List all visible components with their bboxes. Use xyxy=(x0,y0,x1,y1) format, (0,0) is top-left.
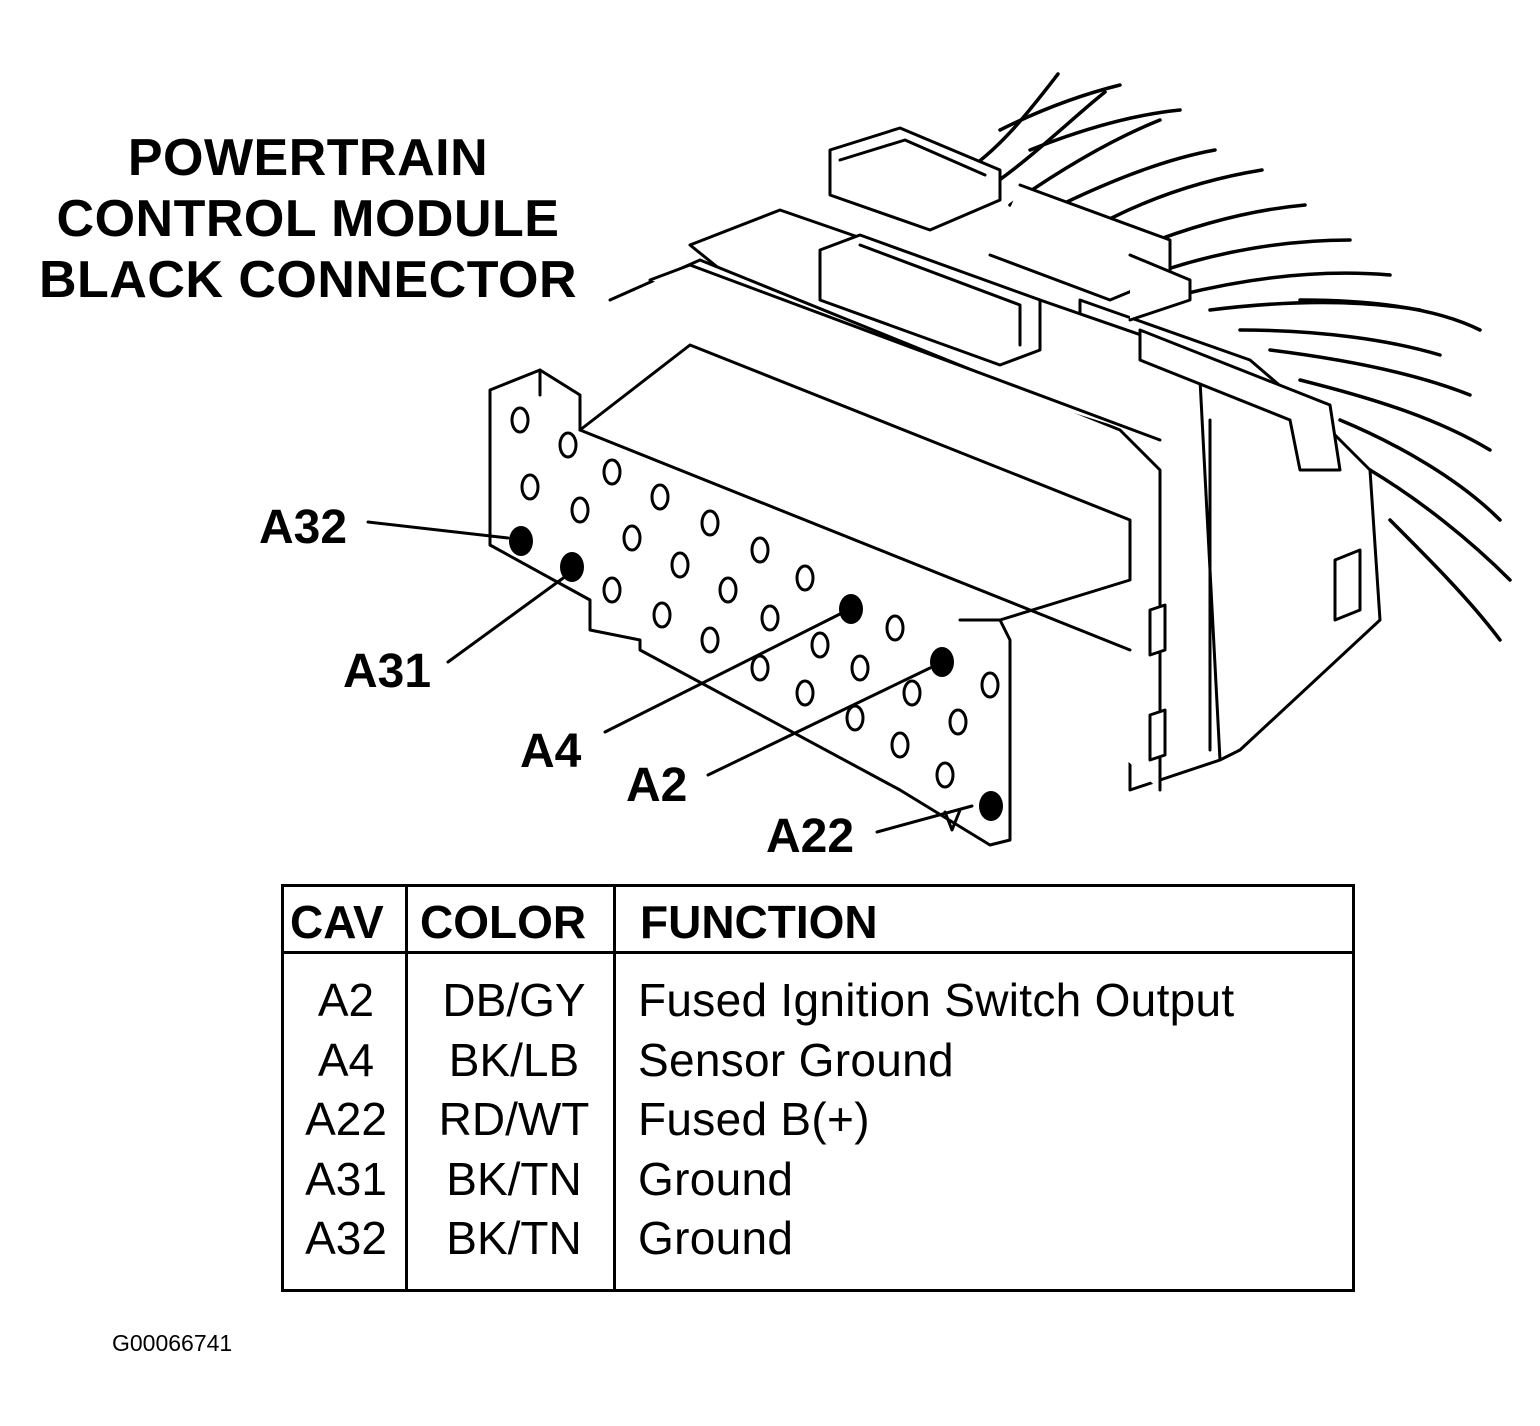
column-divider-1 xyxy=(405,887,408,1289)
table-cell-function: Fused B(+) xyxy=(638,1093,870,1145)
pin-a4-marker xyxy=(839,594,863,624)
title-line-3: BLACK CONNECTOR xyxy=(38,251,578,309)
table-cell-function: Sensor Ground xyxy=(638,1033,954,1086)
cav-column: A2 A4 A22 A31 A32 xyxy=(284,971,408,1269)
highlighted-pins xyxy=(509,526,1003,821)
pin-label-a32: A32 xyxy=(259,501,348,554)
table-cell-color: BK/TN xyxy=(446,1212,582,1264)
table-cell-function: Fused Ignition Switch Output xyxy=(638,974,1235,1026)
table-cell-function: Ground xyxy=(638,1152,794,1205)
function-column: Fused Ignition Switch Output Sensor Grou… xyxy=(638,971,1235,1269)
connector-body xyxy=(488,126,1382,847)
leader-lines xyxy=(366,520,974,834)
header-color: COLOR xyxy=(420,896,587,948)
table-cell-cav: A31 xyxy=(305,1152,387,1205)
column-divider-2 xyxy=(613,887,616,1289)
pin-a31-marker xyxy=(560,552,584,582)
pin-label-a2: A2 xyxy=(626,759,688,812)
table-cell-color: BK/TN xyxy=(446,1152,582,1205)
table-cell-color: DB/GY xyxy=(442,974,586,1026)
figure-id: G00066741 xyxy=(112,1330,233,1356)
connector-illustration xyxy=(366,72,1512,847)
table-cell-cav: A2 xyxy=(317,974,375,1026)
table-cell-color: RD/WT xyxy=(438,1093,590,1145)
header-function: FUNCTION xyxy=(640,896,878,948)
pin-a2-marker xyxy=(930,647,954,677)
table-cell-cav: A4 xyxy=(317,1033,375,1086)
header-divider xyxy=(284,951,1352,954)
table-cell-cav: A22 xyxy=(305,1093,387,1145)
diagram-title: POWERTRAIN CONTROL MODULE BLACK CONNECTO… xyxy=(28,128,588,311)
pin-label-a22: A22 xyxy=(766,810,855,863)
table-cell-function: Ground xyxy=(638,1212,794,1264)
pin-a22-marker xyxy=(979,791,1003,821)
pin-label-a31: A31 xyxy=(343,645,432,698)
pin-label-a4: A4 xyxy=(520,725,582,778)
pin-function-table: CAV COLOR FUNCTION A2 A4 A22 A31 A32 DB/… xyxy=(281,884,1355,1292)
table-cell-color: BK/LB xyxy=(448,1033,580,1086)
header-cav: CAV xyxy=(290,896,384,948)
title-line-2: CONTROL MODULE xyxy=(56,190,560,248)
color-column: DB/GY BK/LB RD/WT BK/TN BK/TN xyxy=(411,971,617,1269)
pin-holes xyxy=(510,406,1000,789)
title-line-1: POWERTRAIN xyxy=(127,129,489,187)
pin-a32-marker xyxy=(509,526,533,556)
table-cell-cav: A32 xyxy=(305,1212,387,1264)
